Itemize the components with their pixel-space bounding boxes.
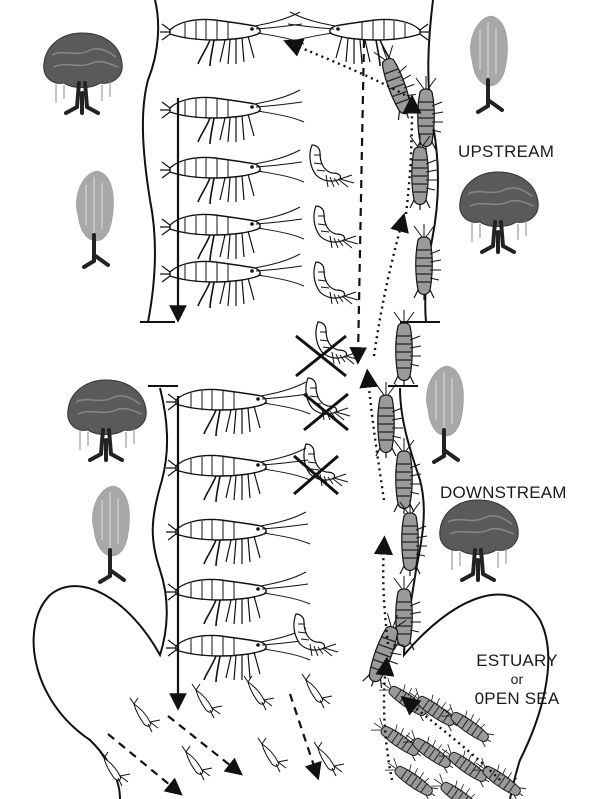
prawn-adult-icon xyxy=(160,150,304,204)
tree-icon xyxy=(426,366,463,462)
prawn-adult-icon xyxy=(160,254,304,308)
tree-icon xyxy=(470,16,507,112)
larva-icon xyxy=(244,676,274,710)
downstream-label: DOWNSTREAM xyxy=(440,482,567,503)
tree-icon xyxy=(92,486,129,582)
upstream-left-bank xyxy=(143,0,158,322)
prawn-juvenile-icon xyxy=(314,262,358,304)
prawn-striped-icon xyxy=(378,673,436,722)
prawn-striped-icon xyxy=(370,713,428,762)
cross-mark-icon xyxy=(304,394,348,430)
estuary-label: ESTUARY or 0PEN SEA xyxy=(462,650,572,709)
prawn-adult-icon xyxy=(160,207,304,261)
tree-icon xyxy=(68,380,146,460)
larva-icon xyxy=(130,698,160,732)
prawn-striped-icon xyxy=(414,224,441,300)
prawn-adult-icon xyxy=(166,512,310,566)
prawn-striped-icon xyxy=(373,41,424,122)
barrier-marks xyxy=(140,322,440,386)
prawn-adult-icon xyxy=(160,12,304,66)
upstream-label: UPSTREAM xyxy=(458,141,554,162)
estuary-label-line1: ESTUARY xyxy=(462,650,572,671)
prawn-adult-icon xyxy=(166,572,310,626)
larva-icon xyxy=(258,738,288,772)
prawn-juvenile-icon xyxy=(294,614,338,656)
prawn-striped-icon xyxy=(394,438,421,514)
prawn-adult-icon xyxy=(166,382,310,436)
larva-icon xyxy=(182,746,212,780)
prawn-juvenile-icon xyxy=(314,206,358,248)
tree-icon xyxy=(440,500,518,580)
prawn-adult-icon xyxy=(166,448,310,502)
tree-icon xyxy=(76,171,113,267)
estuary-label-line3: 0PEN SEA xyxy=(462,688,572,709)
larva-icon xyxy=(100,752,130,786)
larva-icon xyxy=(192,684,222,718)
prawn-adult-icon xyxy=(286,12,430,66)
tree-icon xyxy=(460,172,538,252)
prawn-adult-icon xyxy=(166,628,310,682)
prawn-adult-icon xyxy=(160,90,304,144)
larva-icon xyxy=(302,674,332,708)
larva-icon xyxy=(314,742,344,776)
estuary-label-line2: or xyxy=(462,671,572,688)
prawn-juvenile-icon xyxy=(310,145,354,187)
prawn-striped-icon xyxy=(410,134,437,210)
tree-icon xyxy=(44,33,122,113)
